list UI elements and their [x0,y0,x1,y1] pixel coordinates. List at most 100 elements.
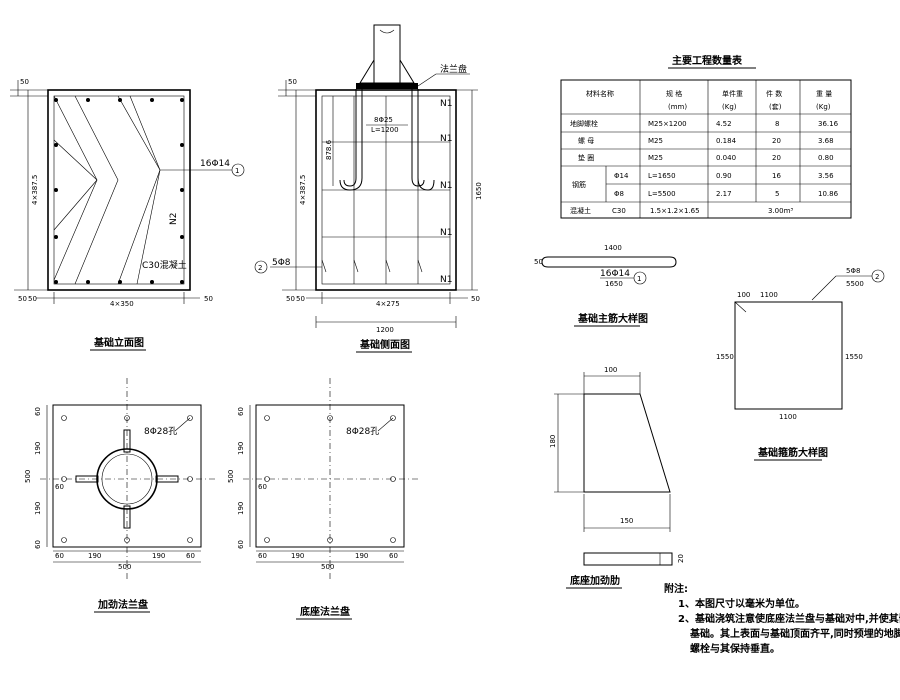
base-flange-caption: 底座法兰盘 [300,605,350,618]
side-dim-bottom-right: 50 [471,295,480,303]
table-header-unit-weight: 单件重 [722,89,743,98]
stirrup-mark: 2 [875,273,879,281]
rib-flange-dim-bottom-3: 190 [152,552,165,560]
rib-flange-dim-left-1: 60 [34,407,42,416]
side-bolt-right-a [411,89,425,187]
table-row-2-spec: M25 [648,137,663,145]
elevation-rebar-dots [54,98,184,284]
side-dim-top: 50 [288,78,297,86]
side-n1-label-2: N1 [440,134,452,144]
table-row-1-count: 8 [775,120,779,128]
table-row-5-sub: Φ8 [614,190,624,198]
elevation-mark-circle [231,163,245,177]
side-flange-plate [356,83,418,89]
elevation-outline [47,89,191,291]
table-row-2-name: 螺 母 [578,136,594,145]
side-bolt-length: L=1200 [371,126,399,134]
rib-caption: 底座加劲肋 [570,574,620,587]
rib-flange-caption: 加劲法兰盘 [97,598,148,611]
base-flange-dim-bottom-3: 190 [355,552,368,560]
table-header-count-unit: (套) [769,102,782,111]
main-rebar-caption: 基础主筋大样图 [577,312,648,325]
main-rebar-shape [541,256,677,268]
rib-flange-hole-label: 8Φ28孔 [144,426,177,437]
stirrup-dim-right: 1550 [845,353,863,361]
table-row-3-name: 垫 圈 [578,153,594,162]
main-rebar-dim-left: 50 [534,258,543,266]
side-n1-label-3: N1 [440,181,452,191]
table-header-count: 件 数 [766,89,782,98]
side-n1-label-4: N1 [440,228,452,238]
side-caption: 基础侧面图 [359,338,410,351]
base-flange-hole-label: 8Φ28孔 [346,426,379,437]
table-row-4-unit: 0.90 [716,172,732,180]
table-row-4-weight: 3.56 [818,172,834,180]
rib-flange-dim-left-2: 190 [34,442,42,455]
base-flange-dim-left-4: 60 [258,483,267,491]
main-rebar-dim-bottom: 1650 [605,280,623,288]
base-flange-dim-bottom-2: 190 [291,552,304,560]
main-rebar-dim-top: 1400 [604,244,622,252]
side-stiffener-left [359,58,375,84]
table-row-3-count: 20 [772,154,781,162]
table-row-4-sub: Φ14 [614,172,629,180]
side-bolt-right-b [417,89,435,191]
stirrup-label: 5Φ8 [846,267,860,275]
table-row-4-spec: L=1650 [648,172,676,180]
rib-flange-rib-top [123,429,131,453]
elevation-rebar-mark: 1 [235,167,239,175]
elevation-view: 16Φ14 1 N2 C30混凝土 50 4×387.5 50 50 4×350… [10,78,245,351]
side-stirrup-mark-circle [254,260,268,274]
quantity-table: 主要工程数量表 材料名称 规 格 (mm) 单件重 (Kg) 件 数 (套) 重… [560,54,852,219]
rib-dim-height: 180 [549,435,557,448]
elevation-rebar-cage [53,95,185,285]
table-row-6-spec: C30 [612,207,626,215]
elevation-chevron-5 [53,179,98,231]
rib-detail: 100 180 150 20 底座加劲肋 [549,366,685,589]
stirrup-detail: 2 5Φ8 5500 100 1100 1550 1550 1100 基础箍筋大… [716,267,885,461]
table-row-2-count: 20 [772,137,781,145]
stirrup-dim-left: 1550 [716,353,734,361]
stirrup-shape [734,301,843,410]
rib-flange-view: 8Φ28孔 60 190 500 60 190 60 60 190 190 60… [24,378,215,613]
elevation-rebar-label: 16Φ14 [200,159,230,169]
elevation-chevron-4 [53,139,98,181]
base-flange-dim-left-2: 190 [237,442,245,455]
side-flange-label: 法兰盘 [440,63,467,75]
rib-flange-dim-left-4: 60 [55,483,64,491]
table-row-2-weight: 3.68 [818,137,834,145]
table-row-1-unit: 4.52 [716,120,732,128]
table-row-4-name: 钢筋 [572,180,586,189]
stirrup-dim-hook: 100 [737,291,750,299]
rib-dim-top: 100 [604,366,617,374]
side-dim-total-height: 1650 [475,182,483,200]
base-flange-dim-left-6: 60 [237,540,245,549]
table-row-3-unit: 0.040 [716,154,736,162]
base-flange-holes [264,415,396,543]
main-rebar-detail: 1400 50 16Φ14 1 1650 基础主筋大样图 [534,244,677,327]
table-row-3-spec: M25 [648,154,663,162]
main-rebar-label: 16Φ14 [600,269,630,279]
base-flange-dim-total: 500 [321,563,334,571]
main-rebar-mark: 1 [637,275,641,283]
table-row-3-weight: 0.80 [818,154,834,162]
side-view: 法兰盘 8Φ25 L=1200 878.6 N1 N1 N1 N1 N1 [254,24,483,353]
elevation-chevron-3 [117,95,161,285]
rib-dim-thickness: 20 [677,554,685,563]
elevation-chevron-6 [129,95,161,285]
side-dim-total-width: 1200 [376,326,394,334]
rib-flange-dim-left-3: 500 [24,470,32,483]
side-stirrup-label: 5Φ8 [272,258,291,268]
table-row-6-weight: 3.00m³ [768,207,793,215]
base-flange-dim-bottom-1: 60 [258,552,267,560]
table-row-5-spec: L=5500 [648,190,676,198]
base-flange-dim-left-1: 60 [237,407,245,416]
rib-flange-rib-left [75,475,99,483]
side-stirrup-ticks [321,259,423,273]
rib-side-view [583,552,673,566]
base-flange-dim-left-3: 500 [227,470,235,483]
rib-flange-rib-bottom [123,505,131,529]
rib-flange-holes [61,415,193,543]
base-flange-view: 8Φ28孔 60 190 500 60 190 60 60 190 190 60… [227,378,418,620]
